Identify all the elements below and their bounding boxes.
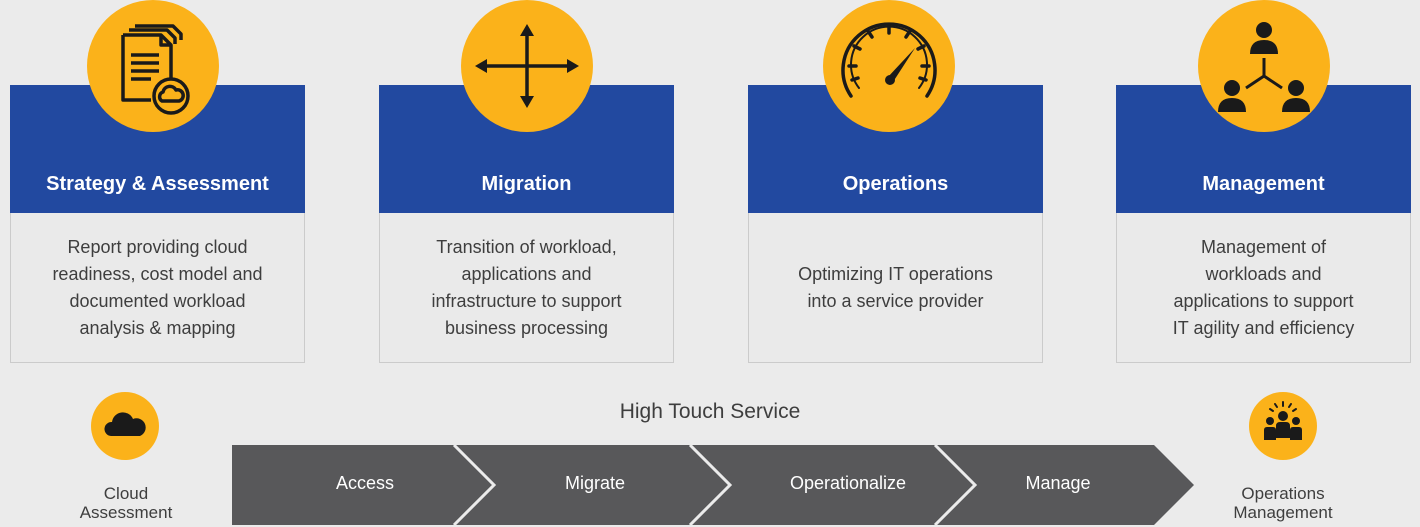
speedometer-icon <box>823 0 955 132</box>
card-body: Report providing cloud readiness, cost m… <box>10 213 305 363</box>
step-manage: Manage <box>1025 473 1091 493</box>
card-body: Transition of workload, applications and… <box>379 213 674 363</box>
card-description: Optimizing IT operations into a service … <box>798 263 993 311</box>
cloud-icon <box>91 392 159 460</box>
card-description: Report providing cloud readiness, cost m… <box>52 236 263 338</box>
card-migration: Migration Transition of workload, applic… <box>379 85 674 363</box>
step-access: Access <box>335 473 395 493</box>
process-track <box>232 445 1194 525</box>
people-hierarchy-icon <box>1198 0 1330 132</box>
card-management: Management Management of workloads and a… <box>1116 85 1411 363</box>
team-icon <box>1249 392 1317 460</box>
card-body: Optimizing IT operations into a service … <box>748 213 1043 363</box>
document-cloud-icon <box>87 0 219 132</box>
step-separators <box>452 445 978 525</box>
card-description: Transition of workload, applications and… <box>431 236 622 338</box>
move-arrows-icon <box>461 0 593 132</box>
card-body: Management of workloads and applications… <box>1116 213 1411 363</box>
card-title: Migration <box>481 173 572 195</box>
card-title: Operations <box>842 173 949 195</box>
end-label: Operations Management <box>1233 484 1333 522</box>
card-title: Management <box>1202 173 1325 195</box>
card-title: Strategy & Assessment <box>46 173 269 195</box>
start-label: Cloud Assessment <box>79 484 173 522</box>
process-title: High Touch Service <box>619 400 801 423</box>
step-migrate: Migrate <box>564 473 626 493</box>
step-operationalize: Operationalize <box>789 473 907 493</box>
card-description: Management of workloads and applications… <box>1172 236 1355 338</box>
